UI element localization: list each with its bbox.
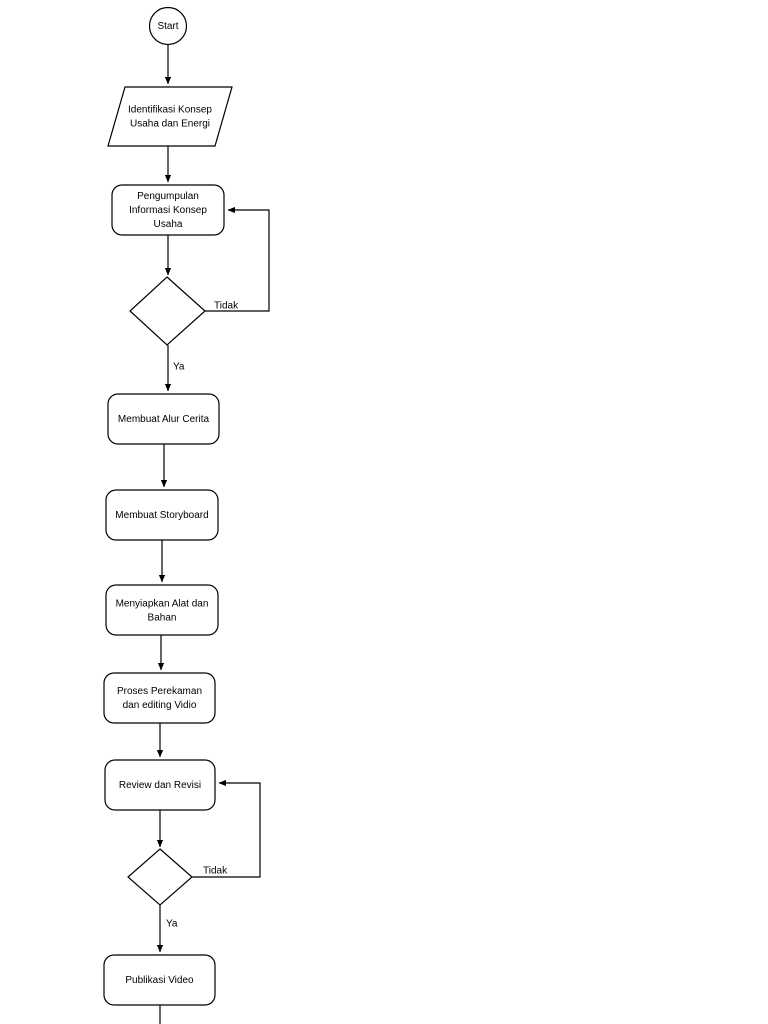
pengumpulan-label-line3: Usaha: [154, 219, 183, 230]
pengumpulan-label-line2: Informasi Konsep: [129, 205, 207, 216]
perekaman-label-line1: Proses Perekaman: [117, 686, 202, 697]
decision1-diamond: [129, 276, 206, 346]
decision1-ya-label: Ya: [173, 362, 185, 373]
decision2-diamond: [127, 848, 193, 906]
alurcerita-box: [107, 393, 220, 445]
pengumpulan-box: [111, 184, 225, 236]
node-identifikasi-konsep[interactable]: Identifikasi Konsep Usaha dan Energi: [107, 86, 233, 147]
storyboard-label: Membuat Storyboard: [115, 510, 208, 521]
decision2-tidak-label: Tidak: [203, 866, 228, 877]
node-decision-1[interactable]: [129, 276, 206, 346]
connector-decision1-tidak-loop: [205, 206, 270, 312]
node-publikasi-video[interactable]: Publikasi Video: [103, 954, 216, 1006]
start-label: Start: [157, 21, 178, 32]
decision1-tidak-label: Tidak: [214, 301, 239, 312]
perekaman-box: [103, 672, 216, 724]
alatbahan-label-line1: Menyiapkan Alat dan: [116, 599, 209, 610]
node-pengumpulan-informasi[interactable]: Pengumpulan Informasi Konsep Usaha: [111, 184, 225, 236]
node-menyiapkan-alat-bahan[interactable]: Menyiapkan Alat dan Bahan: [105, 584, 219, 636]
decision2-ya-label: Ya: [166, 919, 178, 930]
identifikasi-label-line1: Identifikasi Konsep: [128, 105, 212, 116]
node-membuat-alur-cerita[interactable]: Membuat Alur Cerita: [107, 393, 220, 445]
publikasi-label: Publikasi Video: [125, 975, 194, 986]
identifikasi-label-line2: Usaha dan Energi: [130, 119, 210, 130]
node-review-revisi[interactable]: Review dan Revisi: [104, 759, 216, 811]
pengumpulan-label-line1: Pengumpulan: [137, 191, 199, 202]
alatbahan-box: [105, 584, 219, 636]
node-membuat-storyboard[interactable]: Membuat Storyboard: [105, 489, 219, 541]
node-start[interactable]: Start: [148, 6, 188, 46]
review-label: Review dan Revisi: [119, 780, 201, 791]
node-decision-2[interactable]: [127, 848, 193, 906]
connector-decision2-tidak-loop: [192, 779, 261, 878]
perekaman-label-line2: dan editing Vidio: [123, 700, 197, 711]
start-circle: [148, 6, 188, 46]
review-box: [104, 759, 216, 811]
publikasi-box: [103, 954, 216, 1006]
alatbahan-label-line2: Bahan: [148, 613, 177, 624]
alurcerita-label: Membuat Alur Cerita: [118, 414, 210, 425]
identifikasi-parallelogram: [107, 86, 233, 147]
node-proses-perekaman[interactable]: Proses Perekaman dan editing Vidio: [103, 672, 216, 724]
storyboard-box: [105, 489, 219, 541]
